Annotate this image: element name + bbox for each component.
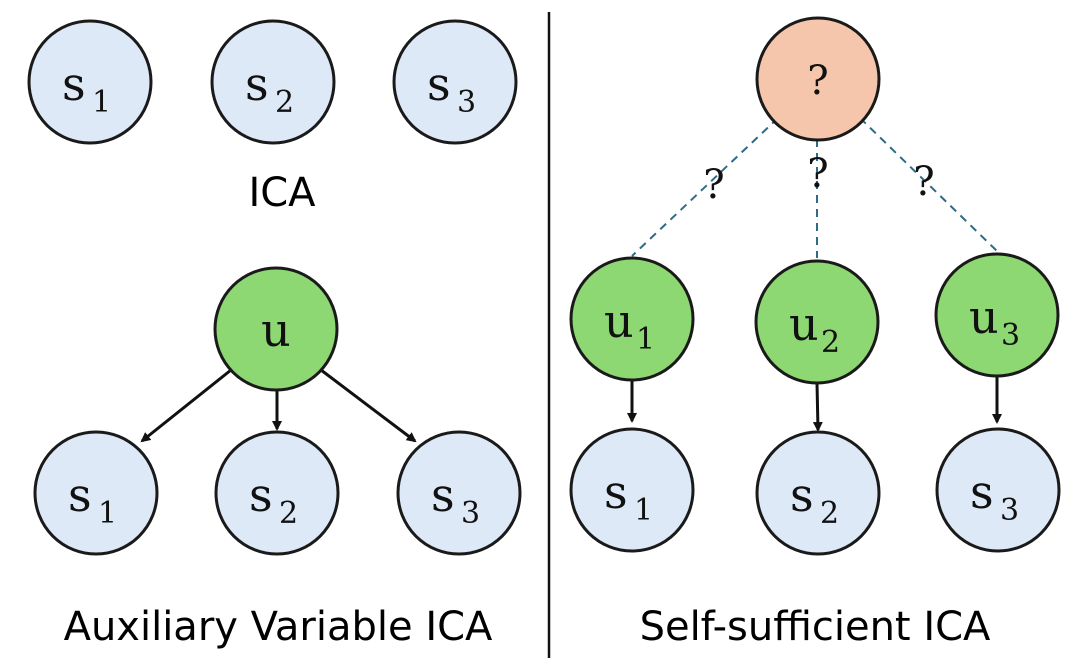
unknown-node-label: ? — [807, 58, 828, 104]
self-source-node-2: s 2 — [755, 430, 881, 556]
aux-node-u-label: u — [261, 303, 291, 357]
aux-source-2-sub: 2 — [279, 496, 298, 531]
self-aux-node-2: u 2 — [754, 259, 880, 385]
ica-source-1-sub: 1 — [92, 85, 111, 120]
self-aux-1-base: u — [604, 294, 634, 348]
self-source-node-1: s 1 — [569, 427, 695, 553]
self-aux-3-sub: 3 — [1001, 318, 1020, 353]
self-source-3-base: s — [970, 465, 994, 519]
self-source-2-base: s — [790, 468, 814, 522]
ica-source-2-base: s — [245, 57, 269, 111]
ica-panel: s 1 s 2 s 3 ICA — [27, 19, 518, 216]
self-aux-3-base: u — [969, 290, 999, 344]
auxiliary-caption: Auxiliary Variable ICA — [64, 604, 493, 650]
edge-question-mark-1: ? — [703, 162, 724, 208]
self-sufficient-panel: ? ? ? ? u 1 u 2 u 3 s 1 — [569, 16, 1061, 650]
self-aux-1-sub: 1 — [636, 322, 655, 357]
aux-source-3-base: s — [431, 468, 455, 522]
edge-question-mark-3: ? — [913, 159, 934, 205]
dashed-edge-1 — [631, 117, 779, 257]
self-aux-2-sub: 2 — [821, 325, 840, 360]
ica-source-node-1: s 1 — [27, 19, 153, 145]
aux-arrow-1 — [140, 368, 232, 443]
self-source-3-sub: 3 — [1000, 493, 1019, 528]
ica-source-node-3: s 3 — [392, 19, 518, 145]
self-aux-2-base: u — [789, 297, 819, 351]
aux-source-2-base: s — [249, 468, 273, 522]
self-aux-node-3: u 3 — [934, 252, 1060, 378]
self-source-node-3: s 3 — [935, 427, 1061, 553]
edge-question-mark-2: ? — [807, 151, 828, 197]
self-source-1-sub: 1 — [634, 493, 653, 528]
aux-source-node-1: s 1 — [33, 430, 159, 556]
ica-source-3-sub: 3 — [457, 85, 476, 120]
ica-source-3-base: s — [427, 57, 451, 111]
aux-source-1-sub: 1 — [98, 496, 117, 531]
ica-source-node-2: s 2 — [210, 19, 336, 145]
self-sufficient-caption: Self-sufficient ICA — [640, 604, 991, 650]
aux-node-u: u — [213, 266, 339, 392]
ica-source-2-sub: 2 — [275, 85, 294, 120]
dashed-edge-3 — [859, 117, 999, 253]
aux-source-node-3: s 3 — [396, 430, 522, 556]
aux-arrow-3 — [320, 368, 417, 443]
aux-source-node-2: s 2 — [214, 430, 340, 556]
self-aux-node-1: u 1 — [569, 256, 695, 382]
ica-source-1-base: s — [62, 57, 86, 111]
unknown-node: ? — [755, 16, 881, 142]
aux-source-1-base: s — [68, 468, 92, 522]
self-source-1-base: s — [604, 465, 628, 519]
aux-source-3-sub: 3 — [461, 496, 480, 531]
self-source-2-sub: 2 — [820, 496, 839, 531]
self-arrow-2 — [812, 382, 823, 432]
auxiliary-panel: u s 1 s 2 s 3 Auxiliary Variable ICA — [33, 266, 522, 650]
ica-caption: ICA — [248, 170, 316, 216]
